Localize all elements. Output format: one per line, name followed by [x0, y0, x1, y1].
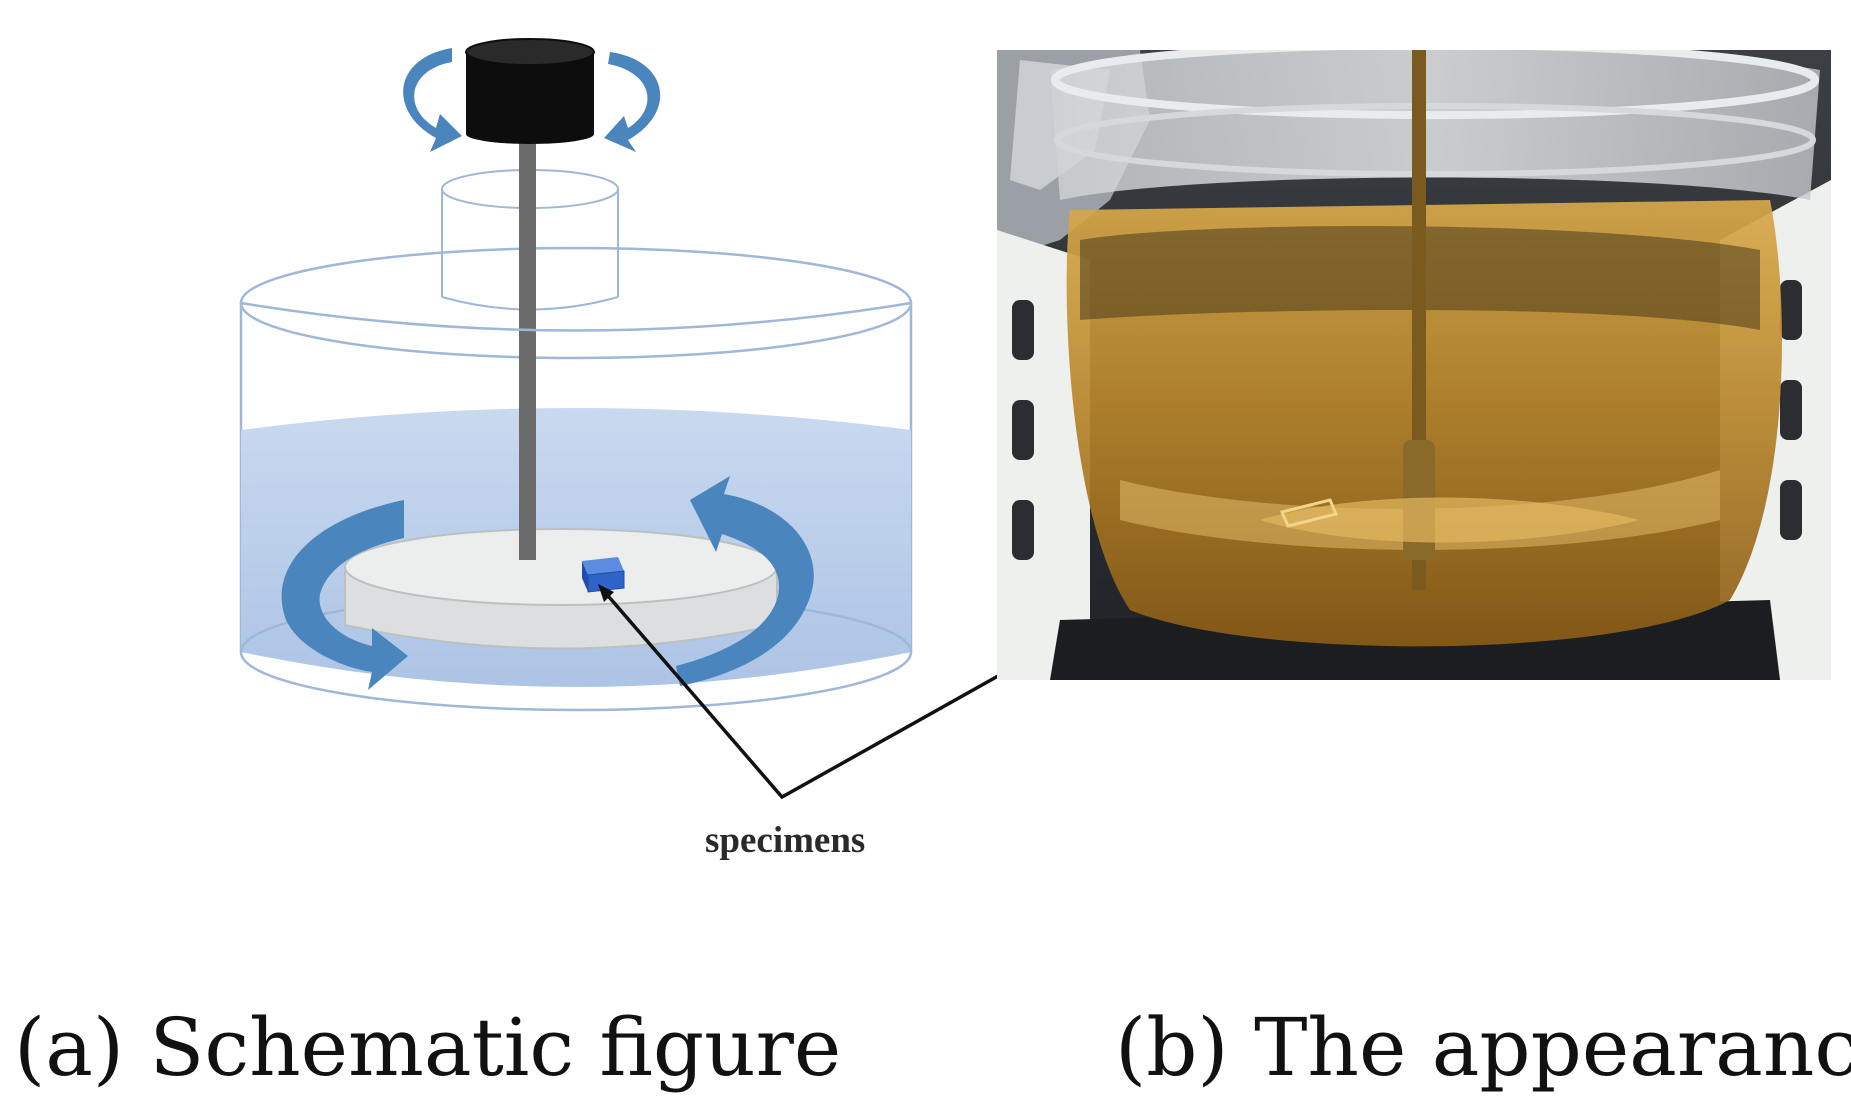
flow-arrow-left [281, 500, 408, 690]
schematic-panel [239, 38, 913, 712]
motor-icon [465, 38, 595, 144]
callout-arrowhead [598, 584, 614, 602]
glass-jar [1050, 50, 1820, 647]
flow-arrow-right [676, 476, 814, 686]
photo-panel [997, 50, 1831, 680]
shaft [519, 128, 536, 560]
caption-a: (a) Schematic figure [14, 1001, 842, 1094]
specimen-icon [582, 557, 625, 593]
caption-b: (b) The appearance [1115, 1001, 1851, 1094]
rotation-arrow-icon [403, 48, 661, 152]
specimens-label: specimens [705, 820, 865, 861]
rotating-disk [344, 528, 778, 650]
container-front-rim [240, 301, 912, 332]
